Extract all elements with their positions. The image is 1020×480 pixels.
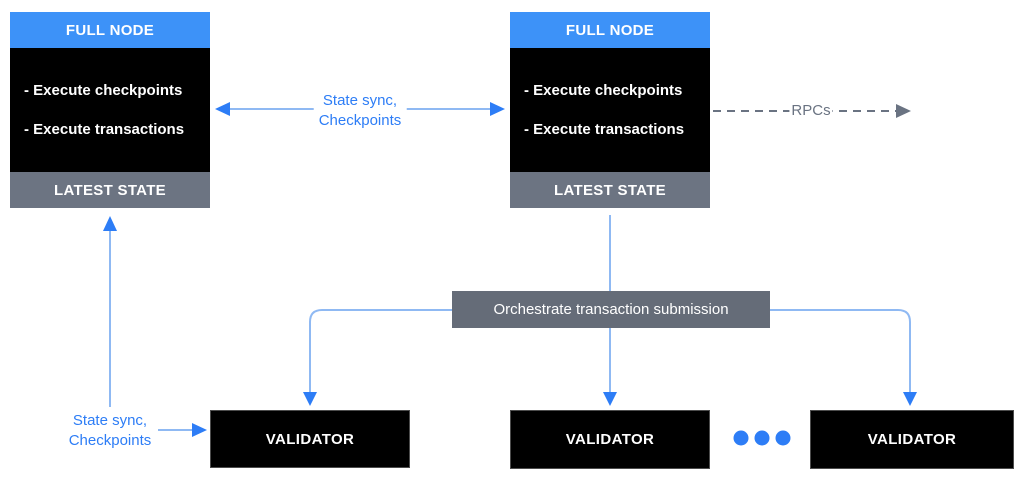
full-node-1-item-transactions: - Execute transactions <box>24 121 185 138</box>
full-node-2-title: FULL NODE <box>510 12 710 48</box>
validator-1: VALIDATOR <box>210 410 410 468</box>
full-node-2-body: - Execute checkpoints - Execute transact… <box>510 48 710 172</box>
state-sync-bottom-label-line1: State sync, <box>72 412 148 429</box>
state-sync-bottom-label-line2: Checkpoints <box>68 432 152 449</box>
full-node-2: FULL NODE - Execute checkpoints - Execut… <box>510 12 710 208</box>
full-node-1-item-checkpoints: - Execute checkpoints <box>24 82 183 99</box>
ellipsis-dots <box>733 430 791 446</box>
state-sync-top-label: State sync, Checkpoints <box>313 91 407 131</box>
orchestrate-box: Orchestrate transaction submission <box>452 291 770 328</box>
full-node-2-item-checkpoints: - Execute checkpoints <box>524 82 683 99</box>
full-node-1-title: FULL NODE <box>10 12 210 48</box>
state-sync-up-arrow <box>103 216 117 407</box>
full-node-1-latest-state: LATEST STATE <box>10 172 210 208</box>
state-sync-top-label-line1: State sync, <box>322 92 398 109</box>
state-sync-right-arrow <box>158 423 207 437</box>
state-sync-top-label-line2: Checkpoints <box>318 112 402 129</box>
validator-2: VALIDATOR <box>510 410 710 469</box>
state-sync-bottom-label: State sync, Checkpoints <box>63 411 157 451</box>
full-node-1-body: - Execute checkpoints - Execute transact… <box>10 48 210 172</box>
full-node-1: FULL NODE - Execute checkpoints - Execut… <box>10 12 210 208</box>
full-node-2-latest-state: LATEST STATE <box>510 172 710 208</box>
full-node-2-item-transactions: - Execute transactions <box>524 121 685 138</box>
validator-3: VALIDATOR <box>810 410 1014 469</box>
rpcs-label: RPCs <box>789 102 833 120</box>
